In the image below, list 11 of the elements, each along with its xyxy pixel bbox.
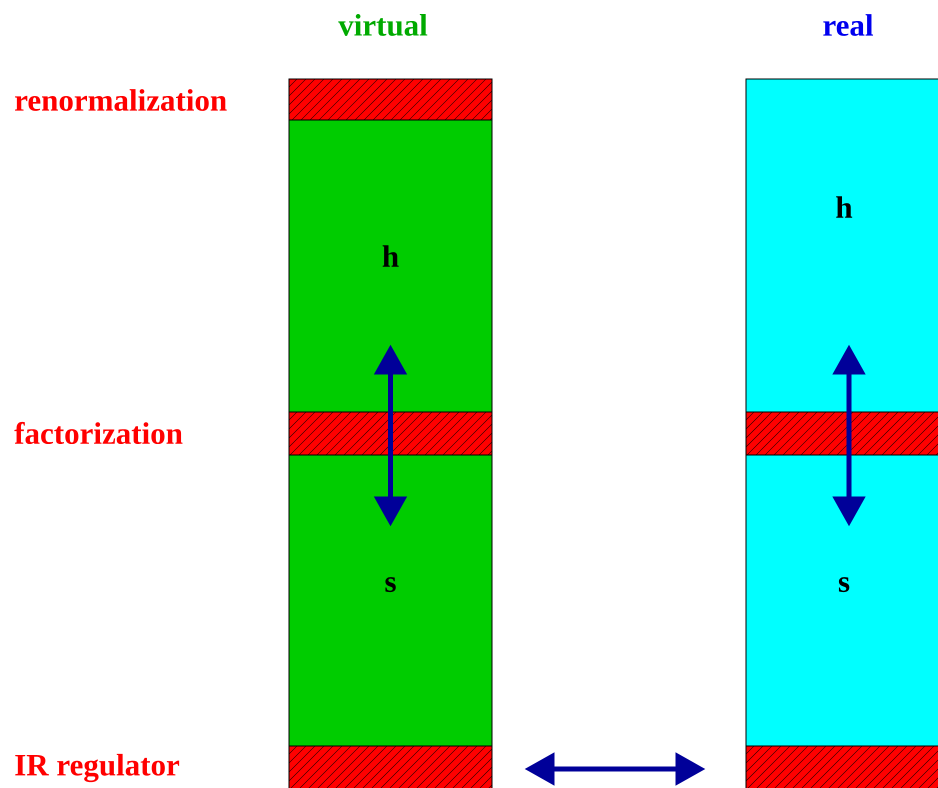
row-label: IR regulator <box>15 754 180 782</box>
row-label: renormalization <box>15 89 227 111</box>
column-heading: real <box>823 14 874 36</box>
hatched-band <box>288 746 492 788</box>
column-heading: virtual <box>338 14 428 36</box>
column-box: h <box>288 120 492 412</box>
column-box: s <box>746 454 938 746</box>
hatched-band <box>746 746 938 788</box>
row-label: factorization <box>14 422 182 444</box>
column-box: h <box>746 78 938 412</box>
column-box: s <box>288 454 492 746</box>
